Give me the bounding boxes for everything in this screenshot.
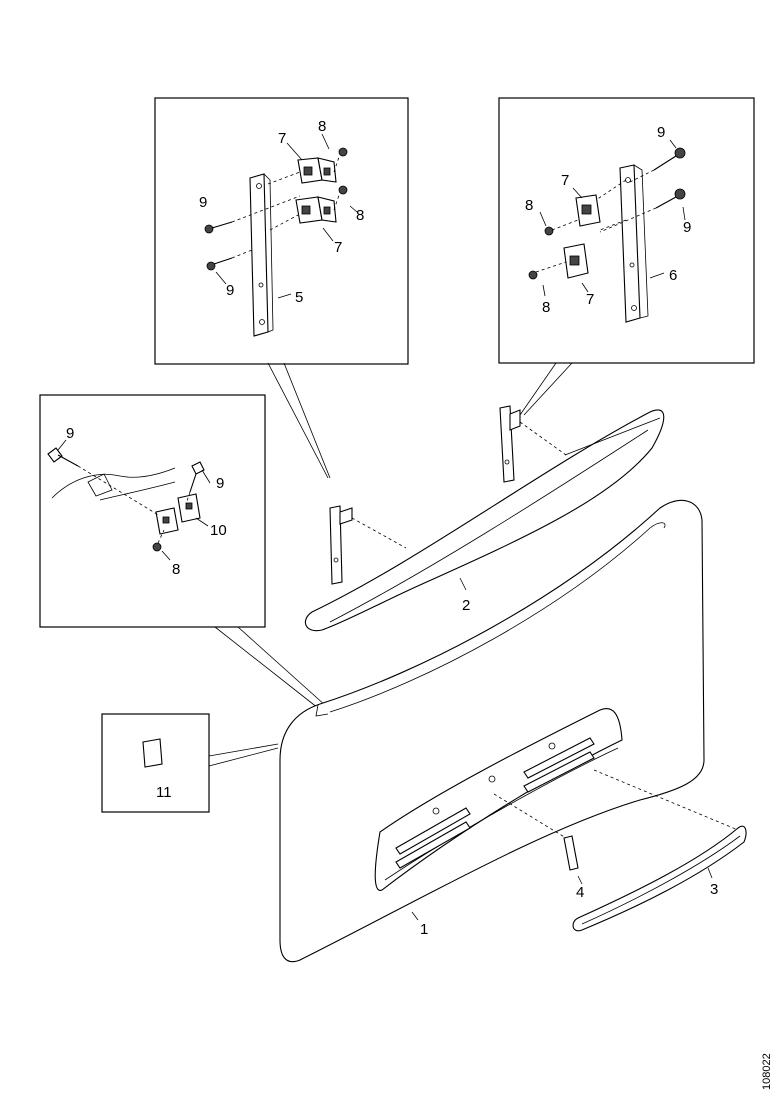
callout-7: 7 (586, 291, 594, 308)
callout-7: 7 (561, 172, 569, 189)
callout-3: 3 (710, 881, 718, 898)
bracket-5-mounted (329, 505, 407, 585)
detail-box-bracket-6: 9 7 8 9 7 8 6 (498, 97, 755, 364)
leader-box-6 (519, 362, 573, 416)
bolt-9-lower (206, 257, 233, 271)
nut-8 (152, 542, 162, 552)
detail-box-bracket-10: 9 9 10 8 (39, 394, 266, 628)
callout-9: 9 (657, 124, 665, 141)
bracket-10 (155, 493, 201, 535)
callout-9: 9 (216, 475, 224, 492)
callout-9: 9 (683, 219, 691, 236)
nut-8-upper (338, 147, 348, 157)
clip-4: 4 (493, 793, 584, 901)
bolt-9-upper (204, 221, 233, 234)
callout-6: 6 (669, 267, 677, 284)
nut-8-upper (544, 226, 554, 236)
clip-7-lower (563, 243, 589, 279)
detail-box-label-11: 11 (101, 713, 279, 813)
nut-8-lower (338, 185, 348, 195)
bracket-6-mounted (499, 405, 567, 483)
bracket-5 (249, 173, 274, 337)
leader-box-10 (214, 626, 327, 709)
callout-10: 10 (210, 522, 227, 539)
trim-strip-2: 2 (304, 409, 665, 632)
callout-8: 8 (356, 207, 364, 224)
callout-9: 9 (226, 282, 234, 299)
callout-8: 8 (525, 197, 533, 214)
nut-8-lower (528, 270, 538, 280)
label-11 (142, 738, 163, 768)
handle-pull-3: 3 (572, 769, 747, 932)
clip-7-upper (297, 157, 337, 184)
callout-9: 9 (66, 425, 74, 442)
callout-1: 1 (420, 921, 428, 938)
bolt-9-left (47, 447, 79, 467)
leader-box-11 (208, 743, 279, 767)
door-trim-panel-1: 1 (279, 499, 705, 963)
callout-7: 7 (278, 130, 286, 147)
callout-2: 2 (462, 597, 470, 614)
leader-box-5 (267, 362, 331, 479)
callout-8: 8 (542, 299, 550, 316)
bolt-9-upper (653, 147, 686, 171)
callout-9: 9 (199, 194, 207, 211)
clip-7-lower (295, 196, 337, 224)
bracket-6 (619, 164, 649, 323)
callout-8: 8 (172, 561, 180, 578)
callout-5: 5 (295, 289, 303, 306)
callout-8: 8 (318, 118, 326, 135)
callout-4: 4 (576, 884, 584, 901)
callout-11: 11 (156, 784, 172, 801)
clip-7-upper (575, 194, 601, 227)
detail-box-bracket-5: 8 7 8 7 9 9 5 (154, 97, 409, 365)
bolt-9-right (189, 461, 205, 493)
callout-7: 7 (334, 239, 342, 256)
bolt-9-lower (655, 188, 686, 209)
figure-id: 108022 (761, 1053, 773, 1090)
